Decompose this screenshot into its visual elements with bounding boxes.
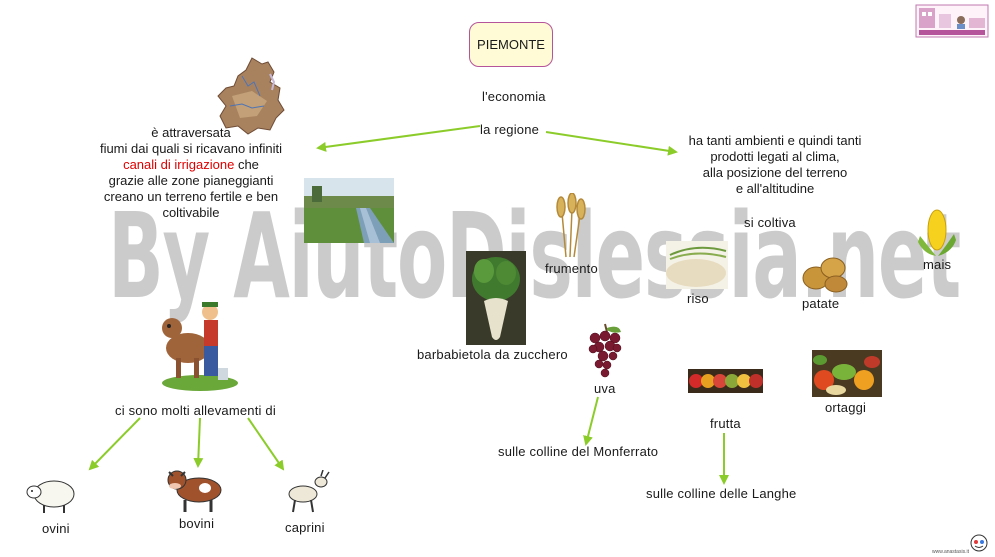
frutta-label: frutta [710, 416, 741, 431]
title-box: PIEMONTE [469, 22, 553, 67]
si-coltiva-label: si coltiva [744, 215, 796, 230]
sugar-beet-photo [466, 251, 526, 345]
frumento-label: frumento [545, 261, 598, 276]
patate-label: patate [802, 296, 840, 311]
arrow-regione-right [545, 131, 678, 156]
wheat-image [556, 193, 586, 258]
fruit-photo [688, 369, 763, 393]
arrow-allevamenti-ovini [88, 417, 141, 471]
caprini-label: caprini [285, 520, 325, 535]
sheep-image [26, 480, 75, 513]
piemonte-map-image [217, 57, 285, 135]
allevamenti-label: ci sono molti allevamenti di [115, 403, 276, 418]
left-desc-line-6: coltivabile [162, 205, 220, 220]
left-desc-line-2: fiumi dai quali si ricavano infiniti [99, 141, 283, 156]
arrow-allevamenti-bovini [193, 417, 204, 468]
left-desc-line-3: canali di irrigazione che [78, 157, 304, 173]
regione-label: la regione [480, 122, 540, 137]
arrow-allevamenti-caprini [247, 417, 285, 471]
footer-url: www.anastasis.it [932, 549, 969, 555]
ortaggi-label: ortaggi [825, 400, 867, 415]
economia-label: l'economia [482, 89, 546, 104]
title-text: PIEMONTE [477, 37, 545, 52]
right-description: ha tanti ambienti e quindi tanti prodott… [663, 133, 887, 197]
irrigation-channels-highlight: canali di irrigazione [123, 157, 235, 172]
canal-photo [304, 178, 394, 243]
aiutodislessia-logo [915, 4, 989, 38]
grapes-image [588, 323, 622, 378]
left-desc-line-1: è attraversata [151, 125, 231, 140]
arrow-uva-monferrato [583, 396, 599, 446]
riso-label: riso [687, 291, 709, 306]
vegetables-photo [812, 350, 882, 397]
left-desc-line-4: grazie alle zone pianeggianti [108, 173, 274, 188]
left-description: è attraversata fiumi dai quali si ricava… [78, 125, 304, 221]
right-desc-line-2: prodotti legati al clima, [710, 149, 840, 164]
corn-image [918, 209, 956, 256]
ovini-label: ovini [42, 521, 70, 536]
barbabietola-label: barbabietola da zucchero [417, 347, 568, 362]
left-desc-line-5: creano un terreno fertile e ben [103, 189, 279, 204]
anastasis-logo-icon [970, 534, 988, 552]
right-desc-line-4: e all'altitudine [735, 181, 815, 196]
mais-label: mais [923, 257, 952, 272]
farmer-cow-image [162, 302, 238, 391]
arrow-regione-left [316, 125, 481, 152]
monferrato-label: sulle colline del Monferrato [498, 444, 659, 459]
right-desc-line-1: ha tanti ambienti e quindi tanti [688, 133, 862, 148]
rice-photo [666, 241, 728, 289]
right-desc-line-3: alla posizione del terreno [702, 165, 848, 180]
left-desc-line-3-rest: che [234, 157, 259, 172]
uva-label: uva [594, 381, 616, 396]
cow-image [167, 470, 222, 512]
goat-image [288, 470, 330, 513]
bovini-label: bovini [179, 516, 215, 531]
potatoes-image [802, 257, 848, 293]
langhe-label: sulle colline delle Langhe [646, 486, 797, 501]
